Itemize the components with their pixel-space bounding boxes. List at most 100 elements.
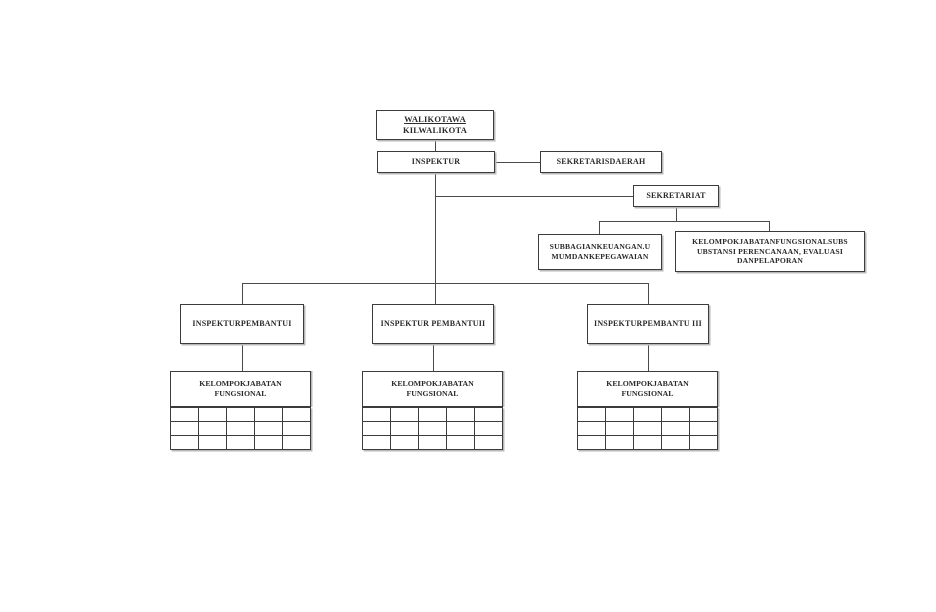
connector-trunk-sekretariat — [435, 196, 633, 197]
connector-sekretariat-to-kelompok — [769, 221, 770, 234]
table-row[interactable] — [170, 421, 311, 436]
table-row[interactable] — [362, 407, 503, 422]
grid-cell[interactable] — [226, 435, 255, 450]
kelompok-jabatan-fungsional-2[interactable]: KELOMPOKJABATAN FUNGSIONAL — [362, 371, 503, 450]
grid-cell[interactable] — [282, 421, 311, 436]
grid-cell[interactable] — [390, 407, 419, 422]
grid-cell[interactable] — [446, 407, 475, 422]
table-row[interactable] — [577, 421, 718, 436]
node-kelompok-substansi-line3: DANPELAPORAN — [736, 256, 804, 266]
node-inspektur-pembantu-3[interactable]: INSPEKTURPEMBANTU III — [587, 304, 709, 344]
grid-cell[interactable] — [170, 421, 199, 436]
node-irban2-label: INSPEKTUR PEMBANTUII — [380, 318, 486, 328]
kjf2-line1: KELOMPOKJABATAN — [391, 378, 474, 388]
grid-cell[interactable] — [390, 421, 419, 436]
connector-sekretariat-to-subbagian — [599, 221, 600, 234]
node-sekretariat[interactable]: SEKRETARIAT — [633, 185, 719, 207]
grid-cell[interactable] — [689, 421, 718, 436]
grid-cell[interactable] — [282, 435, 311, 450]
grid-cell[interactable] — [577, 407, 606, 422]
grid-cell[interactable] — [198, 407, 227, 422]
node-walikota[interactable]: WALIKOTAWA KILWALIKOTA — [376, 110, 494, 140]
kjf2-grid[interactable] — [362, 407, 503, 450]
grid-cell[interactable] — [418, 435, 447, 450]
node-kelompok-substansi-line2: UBSTANSI PERENCANAAN, EVALUASI — [696, 246, 844, 256]
kjf3-grid[interactable] — [577, 407, 718, 450]
grid-cell[interactable] — [282, 407, 311, 422]
node-inspektur[interactable]: INSPEKTUR — [377, 151, 495, 173]
node-inspektur-label: INSPEKTUR — [411, 156, 461, 166]
grid-cell[interactable] — [689, 435, 718, 450]
grid-cell[interactable] — [362, 421, 391, 436]
connector-irban2-kjf2 — [433, 343, 434, 371]
grid-cell[interactable] — [254, 435, 283, 450]
node-kelompok-substansi[interactable]: KELOMPOKJABATANFUNGSIONALSUBS UBSTANSI P… — [675, 231, 865, 272]
kjf1-line1: KELOMPOKJABATAN — [199, 378, 282, 388]
grid-cell[interactable] — [226, 421, 255, 436]
node-irban3-label: INSPEKTURPEMBANTU III — [594, 318, 702, 328]
node-sekretaris-daerah-label: SEKRETARISDAERAH — [556, 156, 646, 166]
kjf3-header: KELOMPOKJABATAN FUNGSIONAL — [577, 371, 718, 407]
node-kelompok-substansi-label: KELOMPOKJABATANFUNGSIONALSUBS UBSTANSI P… — [676, 237, 864, 266]
grid-cell[interactable] — [418, 421, 447, 436]
node-sekretariat-label: SEKRETARIAT — [646, 190, 706, 200]
grid-cell[interactable] — [689, 407, 718, 422]
grid-cell[interactable] — [226, 407, 255, 422]
grid-cell[interactable] — [446, 435, 475, 450]
grid-cell[interactable] — [474, 407, 503, 422]
grid-cell[interactable] — [254, 407, 283, 422]
grid-cell[interactable] — [446, 421, 475, 436]
table-row[interactable] — [362, 421, 503, 436]
grid-cell[interactable] — [474, 435, 503, 450]
kjf2-line2: FUNGSIONAL — [406, 389, 459, 398]
grid-cell[interactable] — [418, 407, 447, 422]
grid-cell[interactable] — [198, 435, 227, 450]
grid-cell[interactable] — [661, 407, 690, 422]
grid-cell[interactable] — [362, 435, 391, 450]
kjf1-line2: FUNGSIONAL — [214, 389, 267, 398]
grid-cell[interactable] — [198, 421, 227, 436]
table-row[interactable] — [170, 407, 311, 422]
table-row[interactable] — [170, 435, 311, 450]
grid-cell[interactable] — [474, 421, 503, 436]
table-row[interactable] — [577, 435, 718, 450]
connector-irban-distribution — [242, 283, 649, 284]
grid-cell[interactable] — [633, 407, 662, 422]
connector-irban3-kjf3 — [648, 343, 649, 371]
grid-cell[interactable] — [633, 421, 662, 436]
connector-bar-to-irban3 — [648, 283, 649, 305]
grid-cell[interactable] — [577, 435, 606, 450]
node-subbagian-label: SUBBAGIANKEUANGAN.U MUMDANKEPEGAWAIAN — [539, 242, 661, 261]
grid-cell[interactable] — [605, 421, 634, 436]
connector-irban1-kjf1 — [242, 343, 243, 371]
grid-cell[interactable] — [362, 407, 391, 422]
kjf1-grid[interactable] — [170, 407, 311, 450]
node-inspektur-pembantu-2[interactable]: INSPEKTUR PEMBANTUII — [372, 304, 494, 344]
node-subbagian-line1: SUBBAGIANKEUANGAN.U — [549, 242, 651, 252]
grid-cell[interactable] — [633, 435, 662, 450]
grid-cell[interactable] — [605, 435, 634, 450]
node-irban1-label: INSPEKTURPEMBANTUI — [192, 318, 292, 328]
grid-cell[interactable] — [170, 435, 199, 450]
node-inspektur-pembantu-1[interactable]: INSPEKTURPEMBANTUI — [180, 304, 304, 344]
grid-cell[interactable] — [170, 407, 199, 422]
node-sekretaris-daerah[interactable]: SEKRETARISDAERAH — [540, 151, 662, 173]
grid-cell[interactable] — [605, 407, 634, 422]
node-walikota-label: WALIKOTAWA KILWALIKOTA — [377, 114, 493, 136]
grid-cell[interactable] — [254, 421, 283, 436]
grid-cell[interactable] — [661, 435, 690, 450]
grid-cell[interactable] — [577, 421, 606, 436]
kjf2-header: KELOMPOKJABATAN FUNGSIONAL — [362, 371, 503, 407]
node-subbagian-keuangan[interactable]: SUBBAGIANKEUANGAN.U MUMDANKEPEGAWAIAN — [538, 234, 662, 270]
table-row[interactable] — [362, 435, 503, 450]
connector-inspektur-sekretarisdaerah — [495, 162, 540, 163]
connector-sekretariat-stub — [676, 207, 677, 221]
grid-cell[interactable] — [390, 435, 419, 450]
grid-cell[interactable] — [661, 421, 690, 436]
table-row[interactable] — [577, 407, 718, 422]
kelompok-jabatan-fungsional-1[interactable]: KELOMPOKJABATAN FUNGSIONAL — [170, 371, 311, 450]
connector-walikota-inspektur — [435, 139, 436, 152]
kelompok-jabatan-fungsional-3[interactable]: KELOMPOKJABATAN FUNGSIONAL — [577, 371, 718, 450]
connector-sekretariat-distribution — [599, 221, 769, 222]
